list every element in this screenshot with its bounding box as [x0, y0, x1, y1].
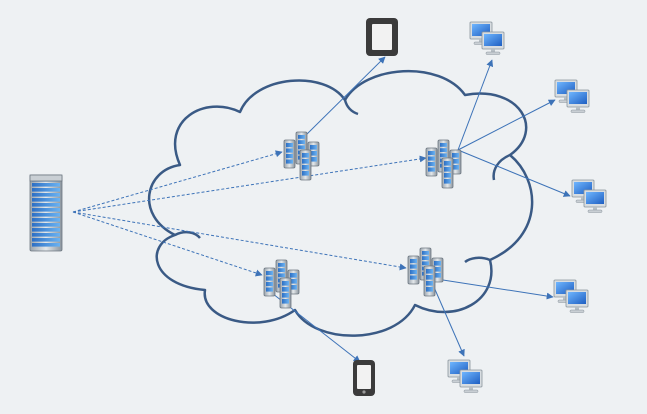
cloud-curl-top [343, 99, 359, 116]
cloud-curl-lower-right [464, 256, 491, 264]
smartphone-icon [353, 360, 375, 396]
edge-cluster-1-icon [283, 131, 320, 181]
desktop-2-icon [554, 79, 590, 113]
origin-server-icon [29, 174, 63, 252]
link-edge-cluster-2-to-desktop-3 [457, 149, 571, 197]
desktop-4-icon [553, 279, 589, 313]
link-origin-server-to-edge-cluster-1 [72, 150, 283, 213]
edge-cluster-2-icon [425, 139, 462, 189]
desktop-3-icon [571, 179, 607, 213]
tablet-icon [366, 18, 398, 56]
edge-cluster-4-icon [407, 247, 444, 297]
nodes-layer [29, 18, 607, 396]
link-origin-server-to-edge-cluster-3 [72, 211, 263, 277]
link-edge-cluster-4-to-desktop-4 [429, 277, 554, 300]
link-origin-server-to-edge-cluster-4 [72, 211, 407, 271]
link-edge-cluster-1-to-tablet [305, 56, 386, 136]
edge-cluster-3-icon [263, 259, 300, 309]
desktop-5-icon [447, 359, 483, 393]
link-edge-cluster-4-to-desktop-5 [429, 277, 465, 357]
link-edge-cluster-2-to-desktop-1 [457, 59, 494, 151]
cloud-curl-left [174, 230, 201, 239]
link-origin-server-to-edge-cluster-2 [72, 155, 427, 213]
link-edge-cluster-2-to-desktop-2 [457, 99, 556, 151]
cloud-shape [147, 69, 534, 337]
desktop-1-icon [469, 21, 505, 55]
